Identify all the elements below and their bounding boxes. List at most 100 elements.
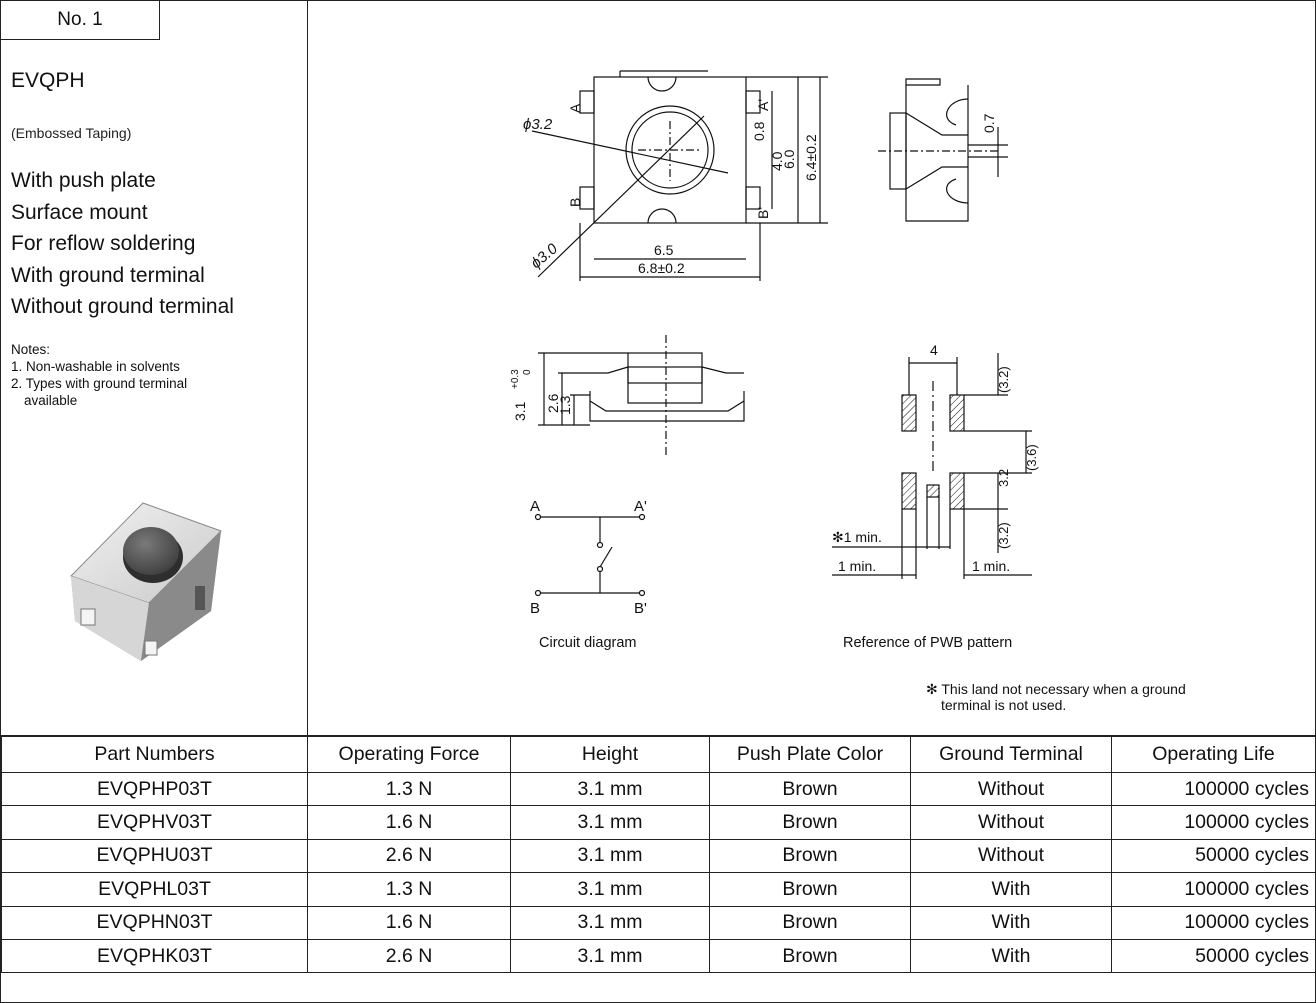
packaging-type: (Embossed Taping)	[11, 125, 132, 141]
feature-item: Surface mount	[11, 200, 148, 224]
table-cell: EVQPHL03T	[1, 872, 308, 907]
dim-pwb-min1-star: ✻1 min.	[832, 529, 882, 545]
dim-w65: 6.5	[654, 242, 674, 258]
description-panel: No. 1 EVQPH (Embossed Taping) With push …	[1, 1, 307, 735]
dim-tol-up: +0.3	[510, 369, 521, 389]
dim-h08: 0.8	[751, 121, 767, 141]
table-row: EVQPHP03T 1.3 N 3.1 mm Brown Without 100…	[1, 771, 1316, 807]
dim-pwb-p32b: 3.2	[996, 469, 1011, 487]
table-cell: 3.1 mm	[510, 771, 710, 807]
note-item-continued: available	[24, 393, 78, 408]
table-cell: 2.6 N	[307, 838, 511, 874]
table-cell: 1.3 N	[307, 771, 511, 807]
table-cell: Brown	[709, 905, 911, 940]
table-cell: EVQPHK03T	[1, 938, 308, 974]
table-cell: Brown	[709, 805, 911, 840]
table-cell: 50000 cycles	[1111, 938, 1316, 974]
notes: Notes: 1. Non-washable in solvents 2. Ty…	[11, 341, 187, 409]
table-cell: 100000 cycles	[1111, 771, 1316, 807]
table-cell: EVQPHN03T	[1, 905, 308, 940]
dim-pwb-w4: 4	[930, 342, 938, 358]
feature-item: With ground terminal	[11, 263, 205, 287]
table-cell: EVQPHP03T	[1, 771, 308, 807]
dim-h31: 3.1	[512, 401, 528, 421]
table-cell: 100000 cycles	[1111, 905, 1316, 940]
panel-divider	[307, 1, 308, 735]
table-cell: 1.6 N	[307, 905, 511, 940]
circuit-label-b: B	[530, 600, 540, 617]
product-photo	[70, 502, 222, 661]
table-cell: 3.1 mm	[510, 905, 710, 940]
note-item: 1. Non-washable in solvents	[11, 359, 180, 374]
notes-title: Notes:	[11, 342, 51, 357]
table-header-row: Part Numbers Operating Force Height Push…	[1, 736, 1316, 773]
circuit-label-a: A	[530, 498, 540, 515]
label-a-prime: A'	[755, 99, 771, 111]
series-name: EVQPH	[11, 69, 85, 92]
part-number-table: Part Numbers Operating Force Height Push…	[1, 736, 1316, 974]
table-cell: 3.1 mm	[510, 938, 710, 974]
label-a: A	[567, 103, 583, 113]
table-cell: With	[910, 938, 1112, 974]
dim-h13: 1.3	[557, 395, 573, 415]
table-cell: 1.3 N	[307, 872, 511, 907]
table-cell: With	[910, 872, 1112, 907]
dim-pwb-min1-b: 1 min.	[972, 558, 1010, 574]
dim-h64: 6.4±0.2	[803, 134, 819, 181]
feature-item: For reflow soldering	[11, 232, 196, 255]
table-cell: EVQPHV03T	[1, 805, 308, 840]
table-cell: 3.1 mm	[510, 872, 710, 907]
table-cell: Brown	[709, 771, 911, 807]
table-cell: With	[910, 905, 1112, 940]
dim-d30: ϕ3.0	[528, 240, 562, 272]
circuit-label-b-prime: B'	[634, 600, 647, 617]
col-header: Ground Terminal	[910, 736, 1112, 773]
feature-list: With push plate Surface mount For reflow…	[11, 165, 234, 323]
table-row: EVQPHV03T 1.6 N 3.1 mm Brown Without 100…	[1, 805, 1316, 840]
table-cell: EVQPHU03T	[1, 838, 308, 874]
item-number: No. 1	[1, 1, 160, 40]
dim-h26: 2.6	[545, 393, 561, 413]
circuit-label-a-prime: A'	[634, 498, 647, 515]
footnote-line: ✻ This land not necessary when a ground	[926, 681, 1186, 697]
dim-side07: 0.7	[981, 113, 997, 133]
table-cell: 1.6 N	[307, 805, 511, 840]
front-view-drawing	[538, 335, 745, 457]
table-cell: Brown	[709, 938, 911, 974]
top-view-drawing	[531, 70, 828, 281]
table-cell: Brown	[709, 838, 911, 874]
caption-circuit-diagram: Circuit diagram	[539, 635, 637, 651]
col-header: Push Plate Color	[709, 736, 911, 773]
col-header: Operating Life	[1111, 736, 1316, 773]
table-row: EVQPHN03T 1.6 N 3.1 mm Brown With 100000…	[1, 905, 1316, 940]
table-cell: 3.1 mm	[510, 838, 710, 874]
table-cell: Without	[910, 771, 1112, 807]
col-header: Height	[510, 736, 710, 773]
side-view-drawing	[878, 78, 1008, 222]
table-cell: Without	[910, 805, 1112, 840]
feature-item: Without ground terminal	[11, 295, 234, 318]
note-item: 2. Types with ground terminal	[11, 376, 188, 391]
dimension-drawings: ϕ3.2 ϕ3.0 6.5 6.8±0.2 0.8 4.0 6.0 6.4±0.…	[510, 70, 1039, 617]
table-divider	[1, 735, 1315, 736]
table-row: EVQPHL03T 1.3 N 3.1 mm Brown With 100000…	[1, 872, 1316, 907]
label-b: B	[567, 198, 583, 207]
dim-pwb-p32c: (3.2)	[996, 522, 1011, 549]
label-b-prime: B'	[755, 207, 771, 219]
dim-h40: 4.0	[769, 151, 785, 171]
circuit-diagram	[534, 513, 646, 597]
table-row: EVQPHU03T 2.6 N 3.1 mm Brown Without 500…	[1, 838, 1316, 874]
dim-pwb-min1-a: 1 min.	[838, 558, 876, 574]
table-cell: Brown	[709, 872, 911, 907]
table-cell: 50000 cycles	[1111, 838, 1316, 874]
dim-d32: ϕ3.2	[523, 116, 553, 133]
table-cell: 100000 cycles	[1111, 805, 1316, 840]
table-row: EVQPHK03T 2.6 N 3.1 mm Brown With 50000 …	[1, 938, 1316, 974]
feature-item: With push plate	[11, 169, 156, 192]
footnote: ✻ This land not necessary when a ground …	[926, 681, 1186, 713]
table-cell: 3.1 mm	[510, 805, 710, 840]
table-cell: 100000 cycles	[1111, 872, 1316, 907]
caption-pwb-pattern: Reference of PWB pattern	[843, 635, 1013, 651]
dim-tol-dn: 0	[522, 369, 533, 375]
